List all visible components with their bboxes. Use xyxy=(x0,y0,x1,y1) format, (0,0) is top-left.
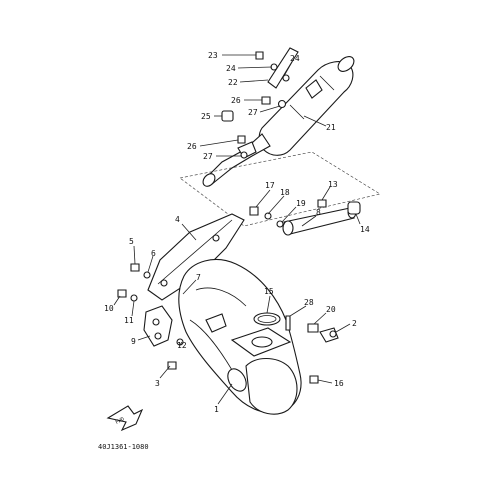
callout-17: 17 xyxy=(265,181,275,190)
callout-6: 6 xyxy=(151,249,156,258)
callout-27: 27 xyxy=(203,152,213,161)
middle-pipe xyxy=(282,201,361,236)
callout-21: 21 xyxy=(326,123,336,132)
callout-7: 7 xyxy=(196,273,201,282)
callout-4: 4 xyxy=(175,215,180,224)
callout-16: 16 xyxy=(334,379,344,388)
callout-9: 9 xyxy=(131,337,136,346)
callout-2: 2 xyxy=(352,319,357,328)
callout-10: 10 xyxy=(104,304,114,313)
muffler-assembly xyxy=(202,47,355,187)
callout-1: 1 xyxy=(214,405,219,414)
callout-22: 22 xyxy=(228,78,238,87)
bracket xyxy=(143,305,173,347)
fwd-arrow-icon: FWD xyxy=(106,405,144,432)
exhaust-chamber xyxy=(178,259,302,415)
callout-28: 28 xyxy=(304,298,314,307)
right-hardware xyxy=(167,315,339,384)
callout-5: 5 xyxy=(129,237,134,246)
callouts: 23 24 24 22 26 27 25 21 26 27 17 13 18 1… xyxy=(104,51,370,414)
callout-19: 19 xyxy=(296,199,306,208)
callout-12: 12 xyxy=(177,341,187,350)
callout-26: 26 xyxy=(231,96,241,105)
callout-24: 24 xyxy=(290,54,300,63)
callout-23: 23 xyxy=(208,51,218,60)
fwd-label: FWD xyxy=(115,416,126,426)
callout-13: 13 xyxy=(328,180,338,189)
middle-hardware xyxy=(249,199,327,228)
drawing-code: 40J1361-1080 xyxy=(98,443,149,451)
callout-14: 14 xyxy=(360,225,370,234)
callout-26: 26 xyxy=(187,142,197,151)
callout-27: 27 xyxy=(248,108,258,117)
callout-15: 15 xyxy=(264,287,274,296)
assembly-outline xyxy=(179,151,381,227)
callout-3: 3 xyxy=(155,379,160,388)
leader-lines xyxy=(113,54,361,405)
callout-25: 25 xyxy=(201,112,211,121)
callout-18: 18 xyxy=(280,188,290,197)
callout-8: 8 xyxy=(316,208,321,217)
callout-20: 20 xyxy=(326,305,336,314)
callout-11: 11 xyxy=(124,316,134,325)
heat-protector xyxy=(147,213,245,301)
callout-24: 24 xyxy=(226,64,236,73)
